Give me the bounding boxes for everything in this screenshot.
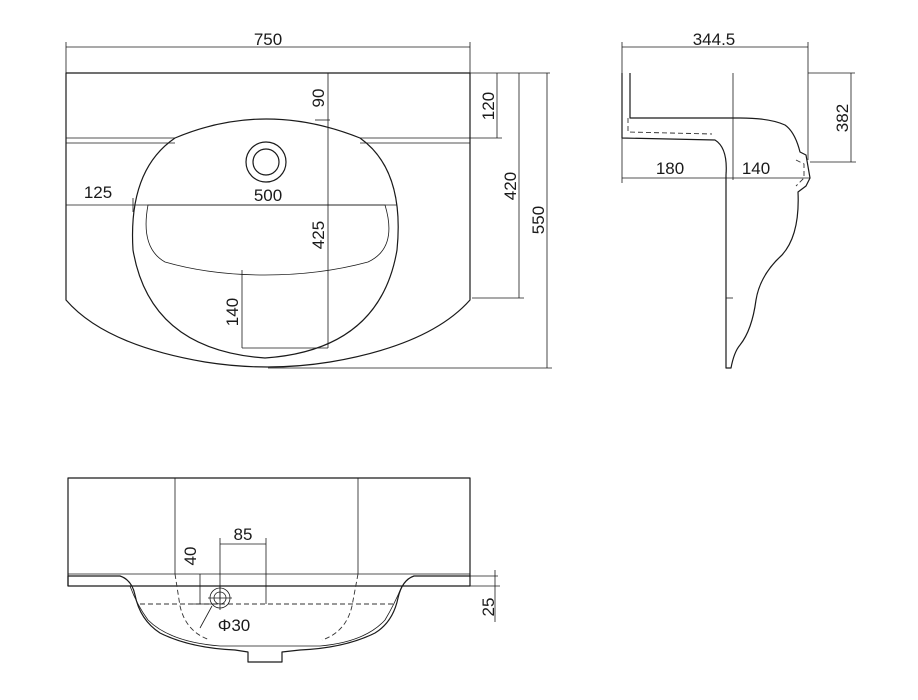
front-view-bowl-dash-left <box>174 573 211 641</box>
front-view-bowl-dash-right <box>321 573 359 641</box>
front-view-counter <box>67 477 471 587</box>
side-view-outline <box>621 73 811 369</box>
dim-side-offset: 125 <box>84 183 112 202</box>
top-view: 750 125 500 90 425 140 120 420 550 <box>65 30 552 369</box>
dim-drain-diameter: Φ30 <box>218 616 250 635</box>
top-view-bowl-inner <box>145 204 390 276</box>
side-view-lip <box>795 159 805 187</box>
dim-rim-depth: 120 <box>479 92 498 120</box>
dim-bowl-width: 500 <box>254 186 282 205</box>
top-view-outline <box>65 72 471 368</box>
dim-side-overall-depth: 344.5 <box>693 30 736 49</box>
top-view-drain-outer <box>245 141 287 183</box>
dim-total-depth: 550 <box>529 206 548 234</box>
top-view-bowl-outer <box>131 118 399 359</box>
top-view-drain-inner <box>252 148 280 176</box>
dim-drain-spacing: 85 <box>234 525 253 544</box>
dim-drain-rise: 40 <box>181 547 200 566</box>
dim-overall-width: 750 <box>254 30 282 49</box>
dim-axis-to-front: 140 <box>742 159 770 178</box>
side-view-inner <box>627 118 713 135</box>
dim-bowl-edge-depth: 420 <box>501 172 520 200</box>
dim-front-gap: 140 <box>223 298 242 326</box>
front-view: 85 40 25 Φ30 <box>67 477 500 663</box>
dim-wall-to-axis: 180 <box>656 159 684 178</box>
dim-side-height: 382 <box>833 104 852 132</box>
dim-drain-offset: 90 <box>309 89 328 108</box>
front-view-bowl-inner <box>129 585 403 647</box>
dim-lip-height: 25 <box>479 598 498 617</box>
dim-bowl-depth: 425 <box>309 221 328 249</box>
side-view: 344.5 382 180 140 <box>621 30 856 369</box>
front-view-bowl-outer <box>67 575 470 663</box>
